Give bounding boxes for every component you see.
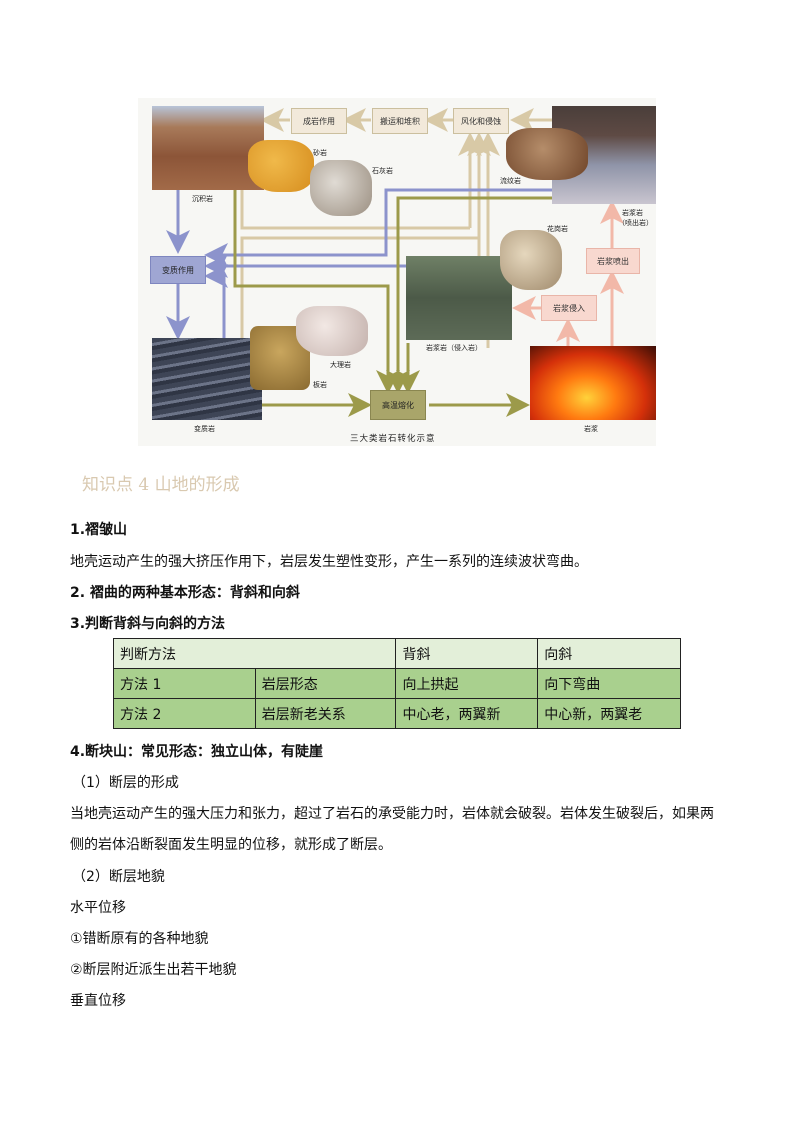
subheading-fault-landforms: （2）断层地貌 [72,869,165,885]
sandstone-image [248,140,314,192]
table-cell: 方法 1 [113,668,256,699]
granite-label: 花岗岩 [547,225,568,233]
table-cell: 向下弯曲 [537,668,681,699]
subheading-fault-formation: （1）断层的形成 [72,775,179,791]
table-cell: 向上拱起 [395,668,539,699]
weathering-erosion-box: 风化和侵蚀 [453,108,509,134]
table-cell: 中心老，两翼新 [395,698,539,729]
high-temp-melting-box: 高温熔化 [370,390,426,420]
slate-label: 板岩 [313,381,327,389]
label-horizontal-displacement: 水平位移 [70,900,126,916]
transport-deposition-box: 搬运和堆积 [372,108,428,134]
rock-cycle-diagram: 成岩作用 搬运和堆积 风化和侵蚀 变质作用 高温熔化 岩浆喷出 岩浆侵入 沉积岩… [138,98,656,446]
metamorphic-label: 变质岩 [194,425,215,433]
diagenesis-box: 成岩作用 [291,108,347,134]
heading-fold-forms: 2. 褶曲的两种基本形态：背斜和向斜 [70,585,300,601]
section-heading: 知识点 4 山地的形成 [82,475,240,495]
rhyolite-image [506,128,588,180]
table-row: 方法 2 岩层新老关系 中心老，两翼新 中心新，两翼老 [113,698,681,729]
table-row: 方法 1 岩层形态 向上拱起 向下弯曲 [113,668,681,699]
heading-fold-mountain: 1.褶皱山 [70,522,128,538]
limestone-label: 石灰岩 [372,167,393,175]
metamorphism-box: 变质作用 [150,256,206,284]
marble-label: 大理岩 [330,361,351,369]
magma-photo [530,346,656,420]
granite-image [500,230,562,290]
rhyolite-label: 流纹岩 [500,177,521,185]
metamorphic-rock-photo [152,338,262,420]
magma-label: 岩浆 [584,425,598,433]
table-header-row: 判断方法 背斜 向斜 [112,638,681,669]
intrusive-label: 岩浆岩（侵入岩） [426,344,482,352]
table-cell: 岩层形态 [254,668,397,699]
table-header-cell: 背斜 [395,638,539,669]
extrusive-label-line2: （喷出岩） [618,219,653,227]
heading-fault-block-mountain: 4.断块山：常见形态：独立山体，有陡崖 [70,744,324,760]
limestone-image [310,160,372,216]
intrusive-rock-photo [406,256,512,340]
list-item: ②断层附近派生出若干地貌 [70,962,237,978]
paragraph-fault-line1: 当地壳运动产生的强大压力和张力，超过了岩石的承受能力时，岩体就会破裂。岩体发生破… [70,806,714,822]
paragraph-fault-line2: 侧的岩体沿断裂面发生明显的位移，就形成了断层。 [70,837,392,853]
list-item: ①错断原有的各种地貌 [70,931,209,947]
sandstone-label: 砂岩 [313,149,327,157]
paragraph-fold-definition: 地壳运动产生的强大挤压作用下，岩层发生塑性变形，产生一系列的连续波状弯曲。 [70,554,588,570]
extrusive-label-line1: 岩浆岩 [622,209,643,217]
sedimentary-label: 沉积岩 [192,195,213,203]
table-cell: 岩层新老关系 [254,698,397,729]
sedimentary-rock-photo [152,106,264,190]
heading-judgment-methods: 3.判断背斜与向斜的方法 [70,616,226,632]
magma-intrusion-box: 岩浆侵入 [541,295,597,321]
table-header-cell: 判断方法 [112,638,397,669]
marble-image [296,306,368,356]
table-cell: 中心新，两翼老 [537,698,681,729]
magma-eruption-box: 岩浆喷出 [586,248,640,274]
figure-caption: 三大类岩石转化示意 [350,434,436,444]
table-cell: 方法 2 [113,698,256,729]
table-header-cell: 向斜 [537,638,681,669]
label-vertical-displacement: 垂直位移 [70,993,126,1009]
anticline-syncline-table: 判断方法 背斜 向斜 方法 1 岩层形态 向上拱起 向下弯曲 方法 2 岩层新老… [112,638,681,729]
